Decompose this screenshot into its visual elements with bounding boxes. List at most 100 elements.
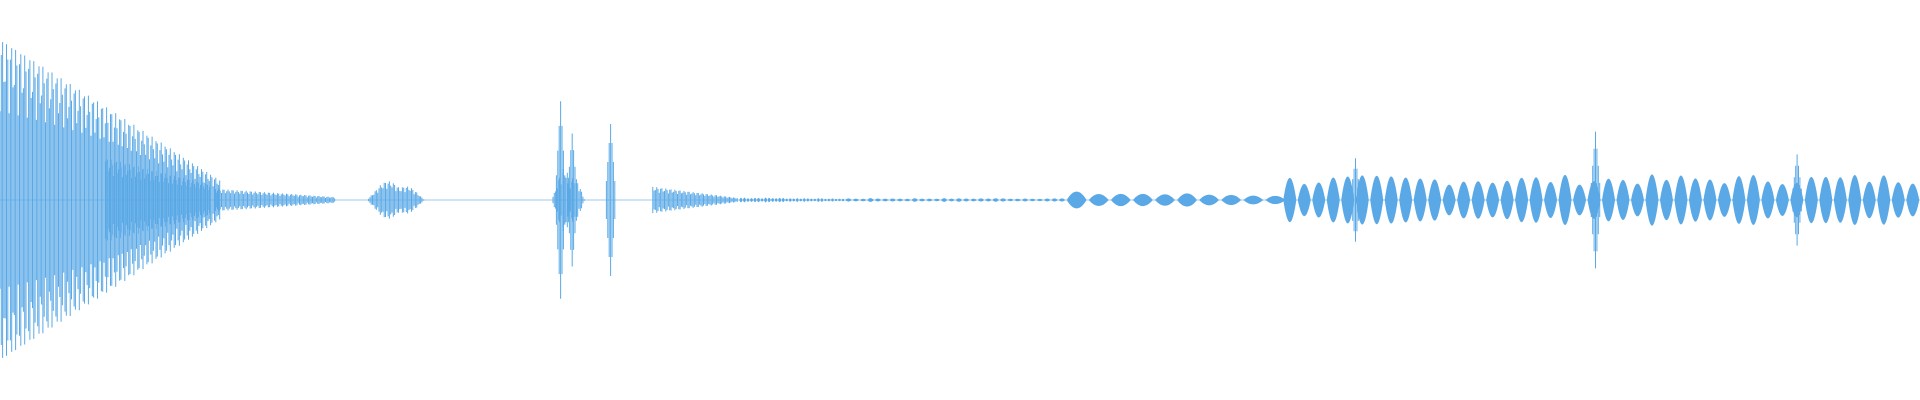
waveform-bead — [904, 198, 911, 202]
waveform-bead — [813, 198, 817, 202]
waveform-bead — [1486, 182, 1500, 218]
waveform-bead — [911, 198, 919, 202]
waveform-bead — [1428, 179, 1442, 221]
waveform-bead — [1544, 181, 1558, 219]
waveform-bead — [809, 198, 813, 202]
waveform-bead — [845, 198, 852, 202]
waveform-bead — [1775, 184, 1789, 216]
waveform-bead — [781, 197, 785, 203]
waveform-bead — [1674, 175, 1688, 225]
waveform-bead — [841, 198, 845, 202]
waveform-bead — [1732, 176, 1746, 224]
waveform-bead — [792, 198, 796, 202]
waveform-bead — [1177, 193, 1197, 207]
waveform-bead — [985, 198, 992, 202]
waveform-bead — [1602, 178, 1616, 222]
waveform-bead — [1066, 191, 1087, 209]
waveform-bead — [1021, 198, 1029, 202]
waveform-bead — [1110, 193, 1131, 207]
waveform-bead — [827, 198, 831, 202]
waveform-bead — [1243, 195, 1264, 205]
waveform-bead — [970, 198, 977, 202]
waveform-peak — [567, 133, 577, 267]
waveform-bead — [1630, 183, 1645, 217]
waveform-bead — [992, 198, 999, 202]
waveform-bead — [1761, 181, 1775, 219]
waveform-bead — [1312, 182, 1326, 218]
waveform-bead — [881, 198, 889, 202]
waveform-bead — [749, 198, 754, 202]
waveform-bead — [999, 198, 1007, 202]
waveform-bead — [753, 197, 757, 203]
waveform-bead — [1051, 198, 1058, 202]
waveform-bead — [1819, 176, 1833, 224]
waveform-bead — [742, 197, 747, 203]
waveform-bead — [837, 198, 842, 202]
waveform-bead — [1058, 198, 1066, 202]
waveform-bead — [1265, 195, 1286, 205]
waveform-bead — [926, 198, 933, 202]
waveform-bead — [1688, 178, 1702, 222]
waveform-bead — [785, 198, 789, 202]
waveform-bead — [940, 198, 948, 202]
waveform-bead — [1014, 198, 1022, 202]
waveform-bead — [1384, 176, 1398, 224]
waveform-bead — [823, 198, 828, 202]
waveform-bead — [1043, 198, 1051, 202]
waveform-bead — [1457, 181, 1471, 219]
waveform-bead — [889, 198, 896, 202]
waveform-bead — [1326, 177, 1340, 223]
waveform-bead — [867, 198, 874, 202]
waveform-bead — [1515, 177, 1529, 223]
waveform-bead — [1132, 193, 1153, 207]
waveform-bead — [933, 198, 941, 202]
waveform-bead — [1848, 174, 1862, 226]
waveform-bead — [788, 198, 792, 202]
waveform-bead — [771, 198, 775, 202]
waveform-bead — [1036, 198, 1044, 202]
waveform-bead — [756, 197, 761, 203]
waveform-bead — [806, 198, 810, 202]
waveform-bead — [799, 198, 803, 202]
waveform-bead — [739, 197, 743, 203]
waveform-bead — [1283, 177, 1297, 223]
waveform-bead — [1355, 175, 1369, 225]
waveform-bead — [977, 198, 985, 202]
waveform-bead — [918, 198, 926, 202]
waveform-bead — [1341, 176, 1355, 224]
waveform-bead — [1645, 174, 1659, 226]
waveform-bead — [795, 198, 799, 202]
waveform-bead — [1088, 193, 1109, 207]
waveform-bead — [830, 198, 835, 202]
waveform-bead — [955, 198, 963, 202]
waveform-bead — [1471, 181, 1485, 219]
waveform-bead — [767, 197, 771, 203]
waveform-bead — [1370, 175, 1384, 225]
waveform-bead — [1616, 180, 1630, 220]
waveform-segment — [105, 159, 211, 241]
waveform-peak — [605, 124, 616, 276]
waveform-bead — [1297, 183, 1311, 217]
waveform-bead — [834, 198, 838, 202]
waveform-segment — [368, 181, 425, 219]
waveform-bead — [1155, 194, 1175, 206]
waveform-trace — [0, 42, 1920, 358]
waveform-bead — [1862, 181, 1876, 219]
waveform-bead — [778, 197, 782, 203]
waveform-bead — [1029, 198, 1036, 202]
waveform-bead — [774, 198, 778, 202]
waveform-bead — [1573, 184, 1587, 216]
waveform-peak — [1350, 158, 1361, 242]
waveform-bead — [1906, 183, 1920, 217]
waveform-bead — [1804, 176, 1818, 224]
waveform-bead — [1007, 198, 1014, 202]
waveform-bead — [1558, 174, 1572, 226]
waveform-bead — [802, 198, 806, 202]
waveform-bead — [1500, 180, 1514, 220]
waveform-bead — [948, 198, 955, 202]
waveform-bead — [1413, 178, 1427, 222]
waveform-bead — [1659, 179, 1673, 221]
waveform-bead — [962, 198, 970, 202]
